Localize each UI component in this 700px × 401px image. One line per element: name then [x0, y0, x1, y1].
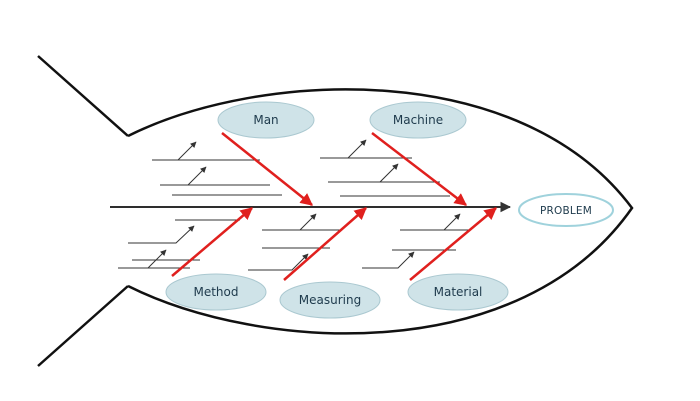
- category-label-machine: Machine: [393, 113, 443, 127]
- category-label-measuring: Measuring: [299, 293, 361, 307]
- cause-arrows-method: [118, 219, 240, 269]
- category-label-man: Man: [253, 113, 278, 127]
- fish-tail-upper: [37, 55, 129, 137]
- bone-machine: [371, 132, 467, 206]
- category-man: Man: [217, 101, 315, 139]
- main-bones: [171, 132, 497, 281]
- category-machine: Machine: [369, 101, 467, 139]
- category-method: Method: [165, 273, 267, 311]
- category-material: Material: [407, 273, 509, 311]
- fish-tail-lower: [37, 285, 129, 367]
- problem-node: PROBLEM: [518, 193, 614, 227]
- bone-man: [221, 132, 313, 206]
- problem-label: PROBLEM: [540, 205, 592, 217]
- category-label-material: Material: [434, 285, 483, 299]
- cause-arrows-material: [362, 213, 470, 269]
- cause-arrows-machine: [320, 139, 450, 197]
- category-label-method: Method: [193, 285, 238, 299]
- fish-body-outline: [127, 88, 634, 335]
- bone-material: [409, 207, 497, 281]
- bone-measuring: [283, 207, 367, 281]
- category-measuring: Measuring: [279, 281, 381, 319]
- bone-method: [171, 207, 253, 277]
- cause-arrows-man: [152, 141, 282, 196]
